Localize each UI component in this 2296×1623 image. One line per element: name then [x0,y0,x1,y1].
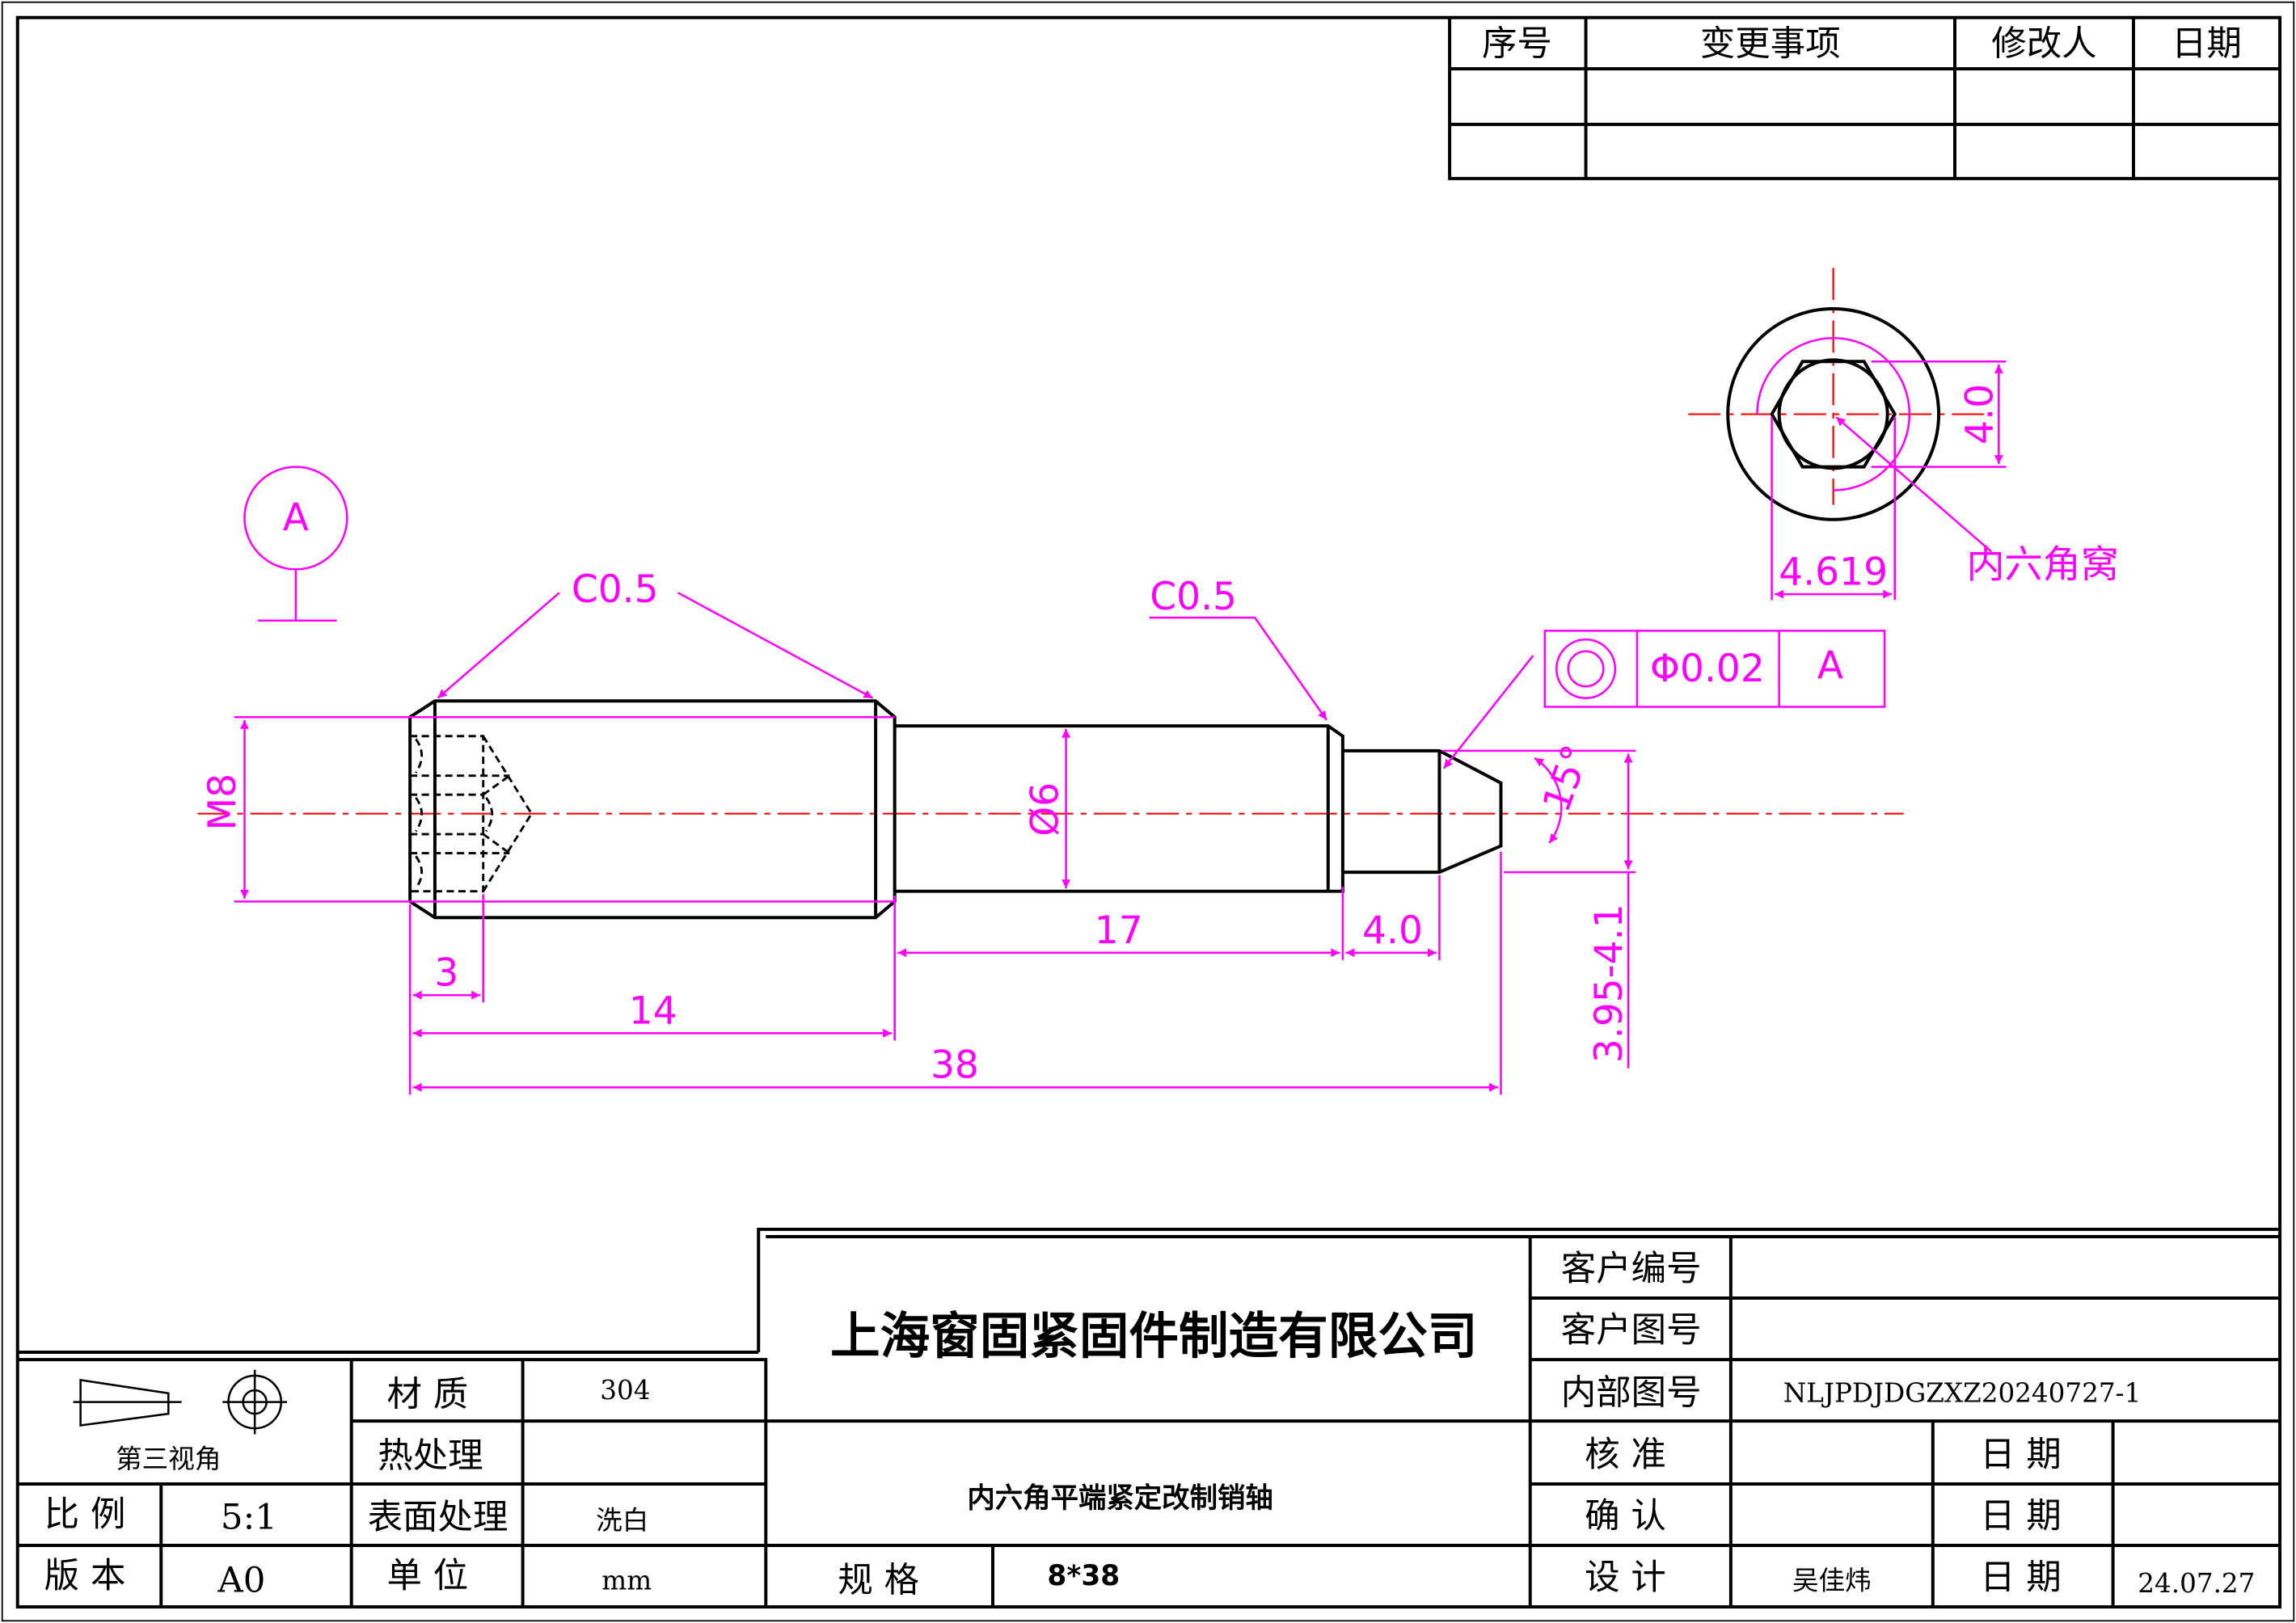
heat-treatment-label: 热处理 [378,1436,483,1477]
end-dim-width: 4.619 [1779,550,1888,594]
gdt-frame: Φ0.02 A [1442,630,1886,769]
rev-header-editor: 修改人 [1991,23,2096,64]
designer-name: 吴佳炜 [1792,1565,1872,1596]
scale-label: 比 例 [44,1494,126,1535]
dim-3: 3 [434,951,458,996]
title-block: 第三视角 材 质 304 热处理 比 例 5:1 表面处理 洗白 版 本 A0 … [17,1227,2281,1608]
gdt-tolerance: Φ0.02 [1650,647,1765,691]
part-side-view [408,699,1503,920]
part-name: 内六角平端紧定改制销轴 [967,1482,1273,1515]
gdt-datum: A [1817,643,1843,688]
unit-value: mm [601,1565,652,1596]
chamfer-right-label: C0.5 [1150,575,1237,619]
scale-value: 5:1 [221,1498,277,1538]
dim-tip: 3.95-4.1 [1587,904,1631,1063]
material-value: 304 [600,1375,650,1406]
rev-header-change: 变更事项 [1700,23,1841,64]
confirm-date-label: 日 期 [1980,1496,2062,1537]
design-date: 24.07.27 [2138,1568,2255,1599]
design-date-label: 日 期 [1980,1558,2062,1598]
approve-date-label: 日 期 [1980,1435,2062,1475]
internal-drawing-value: NLJPDJDGZXZ20240727-1 [1783,1378,2142,1409]
customer-no-label: 客户编号 [1561,1249,1702,1289]
approve-label: 核 准 [1585,1435,1666,1475]
rev-header-date: 日期 [2171,23,2242,64]
dimensions: M8 Ø6 3 14 38 17 4.0 3.95-4.1 15° C0.5 C… [200,567,1636,1095]
dim-4: 4.0 [1362,908,1423,953]
end-dim-height: 4.0 [1957,384,2002,445]
unit-label: 单 位 [387,1556,469,1596]
internal-drawing-label: 内部图号 [1561,1373,1702,1414]
design-label: 设 计 [1585,1558,1666,1598]
projection-label: 第三视角 [116,1444,221,1474]
concentricity-icon [1555,638,1617,699]
spec-label: 规 格 [838,1560,919,1600]
material-label: 材 质 [387,1375,469,1415]
version-label: 版 本 [44,1556,126,1596]
dim-38: 38 [931,1043,979,1088]
chamfer-left-label: C0.5 [572,567,659,612]
confirm-label: 确 认 [1585,1496,1666,1537]
hex-socket-note: 内六角窝 [1966,542,2118,587]
company-name: 上海窗固紧固件制造有限公司 [830,1307,1477,1365]
customer-drawing-label: 客户图号 [1561,1310,1702,1351]
third-angle-projection-icon [73,1369,287,1435]
rev-header-no: 序号 [1482,23,1552,64]
dim-d6: Ø6 [1023,782,1068,837]
datum-label: A [283,495,309,540]
surface-value: 洗白 [596,1505,648,1536]
spec-value: 8*38 [1047,1560,1120,1592]
dim-17: 17 [1095,908,1143,953]
drawing-frame [15,15,2282,1609]
dim-14: 14 [629,989,677,1034]
revision-table: 序号 变更事项 修改人 日期 [1448,17,2281,180]
dim-m8: M8 [200,774,245,831]
end-view: 4.0 4.619 内六角窝 [1688,268,2119,601]
version-value: A0 [217,1560,265,1600]
surface-label: 表面处理 [368,1498,509,1538]
datum-symbol: A [243,466,348,622]
